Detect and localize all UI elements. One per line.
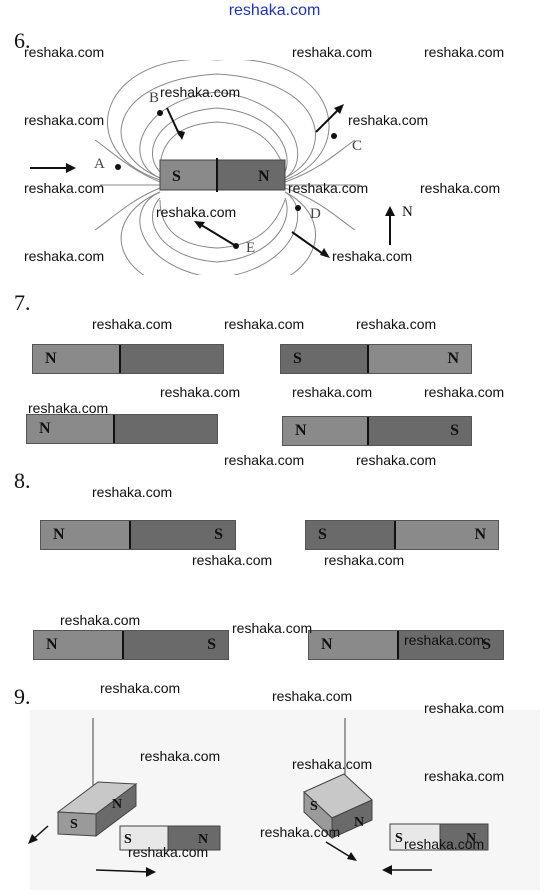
magnet-pole-s: S	[172, 168, 181, 185]
watermark: reshaka.com	[292, 384, 373, 400]
watermark: reshaka.com	[404, 836, 485, 852]
bottom-magnet-n: N	[198, 832, 208, 847]
pole-label: S	[318, 526, 327, 543]
hanging-magnet-n: N	[354, 815, 364, 830]
p8-magnet-2: S N	[305, 520, 499, 550]
watermark: reshaka.com	[24, 112, 105, 128]
watermark: reshaka.com	[60, 612, 141, 628]
pole-label: S	[214, 526, 223, 543]
watermark: reshaka.com	[28, 400, 109, 416]
watermark: reshaka.com	[420, 180, 501, 196]
needle-n-label: N	[402, 204, 413, 220]
pole-label: S	[293, 350, 302, 367]
pole-label: N	[295, 422, 307, 439]
watermark: reshaka.com	[324, 552, 405, 568]
p8-magnet-1: N S	[40, 520, 236, 550]
watermark: reshaka.com	[24, 180, 105, 196]
watermark: reshaka.com	[424, 384, 505, 400]
watermark: reshaka.com	[160, 384, 241, 400]
p8-magnet-3: N S	[33, 630, 229, 660]
problem-number-9: 9.	[14, 684, 31, 709]
point-e-label: E	[246, 240, 255, 256]
watermark: reshaka.com	[424, 44, 505, 60]
point-c-label: C	[352, 138, 362, 154]
point-a-label: A	[94, 156, 105, 172]
pole-label: N	[447, 350, 459, 367]
watermark: reshaka.com	[424, 700, 505, 716]
watermark: reshaka.com	[292, 44, 373, 60]
watermark: reshaka.com	[404, 632, 485, 648]
watermark: reshaka.com	[224, 316, 305, 332]
pole-label: N	[45, 350, 57, 367]
watermark: reshaka.com	[356, 452, 437, 468]
problem-number-7: 7.	[14, 290, 31, 315]
pole-label: N	[53, 526, 65, 543]
bottom-magnet-n: N	[466, 831, 476, 846]
watermark: reshaka.com	[100, 680, 181, 696]
pole-label: S	[450, 422, 459, 439]
p8-magnet-4: N S	[308, 630, 504, 660]
watermark: reshaka.com	[192, 552, 273, 568]
problem-number-8: 8.	[14, 468, 31, 493]
pole-label: N	[46, 636, 58, 653]
pole-label: S	[482, 636, 491, 653]
bottom-magnet-s: S	[124, 832, 132, 847]
problem-number-6: 6.	[14, 28, 31, 53]
watermark: reshaka.com	[24, 44, 105, 60]
hanging-magnet-s: S	[70, 817, 78, 832]
watermark: reshaka.com	[232, 620, 313, 636]
hanging-magnet-s: S	[310, 799, 318, 814]
watermark: reshaka.com	[92, 316, 173, 332]
magnet-pole-n: N	[258, 168, 270, 185]
watermark: reshaka.com	[348, 112, 429, 128]
bottom-magnet-s: S	[395, 831, 403, 846]
p7-magnet-1: N	[32, 344, 224, 374]
p7-magnet-4: N S	[282, 416, 472, 446]
p7-magnet-3: N	[26, 414, 218, 444]
watermark: reshaka.com	[356, 316, 437, 332]
watermark: reshaka.com	[260, 824, 341, 840]
hanging-magnet-n: N	[112, 797, 122, 812]
watermark: reshaka.com	[424, 768, 505, 784]
pole-label: N	[474, 526, 486, 543]
watermark: reshaka.com	[156, 204, 237, 220]
pole-label: S	[207, 636, 216, 653]
suspended-magnets-illustration: S N S N S N S N	[28, 710, 540, 890]
p7-magnet-2: S N	[280, 344, 472, 374]
watermark: reshaka.com	[24, 248, 105, 264]
watermark: reshaka.com	[92, 484, 173, 500]
site-header[interactable]: reshaka.com	[228, 2, 321, 19]
watermark: reshaka.com	[128, 844, 209, 860]
watermark: reshaka.com	[224, 452, 305, 468]
watermark: reshaka.com	[140, 748, 221, 764]
watermark: reshaka.com	[160, 84, 241, 100]
watermark: reshaka.com	[332, 248, 413, 264]
pole-label: N	[321, 636, 333, 653]
point-d-label: D	[310, 206, 321, 222]
point-b-label: B	[149, 90, 159, 106]
magnetic-field-diagram: S N A B C D E N	[30, 60, 413, 275]
watermark: reshaka.com	[292, 756, 373, 772]
watermark: reshaka.com	[288, 180, 369, 196]
watermark: reshaka.com	[272, 688, 353, 704]
pole-label: N	[39, 420, 51, 437]
